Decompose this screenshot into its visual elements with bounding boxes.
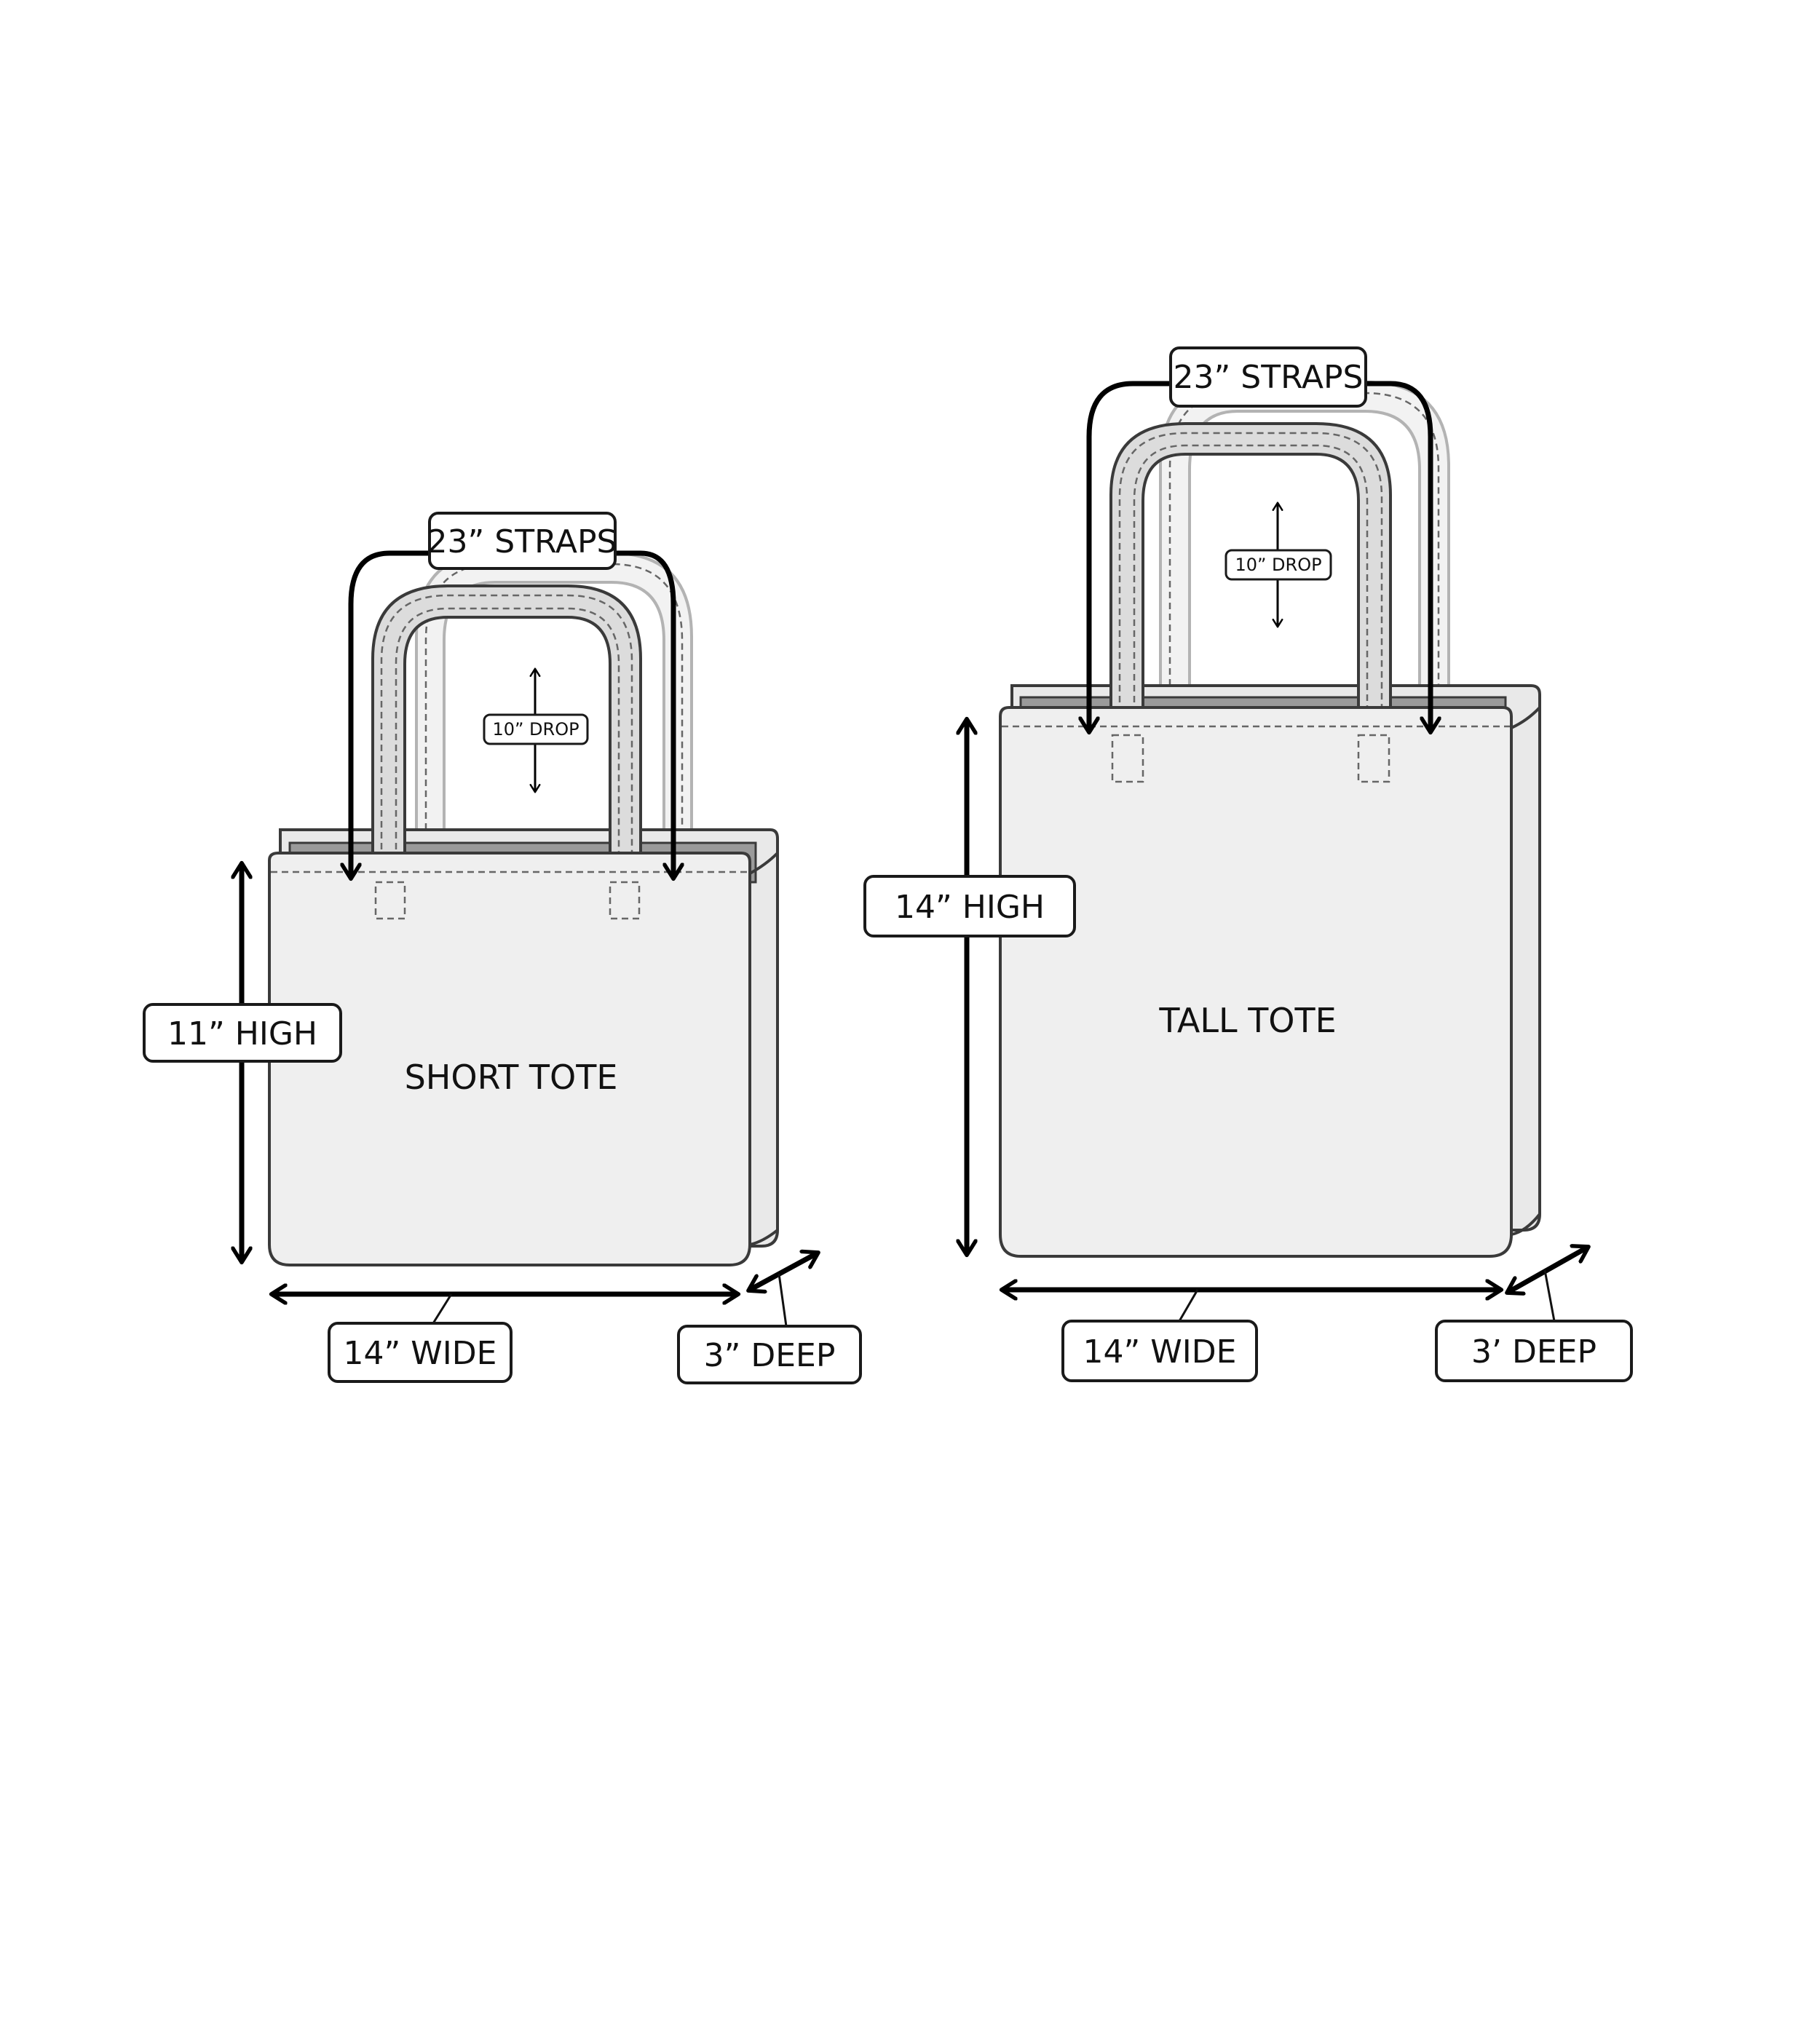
short-tote-depth-label: 3” DEEP <box>677 1325 862 1384</box>
tall-tote: 23” STRAPS 10” DROP TALL TOTE 14” HIGH 1… <box>863 346 1633 1382</box>
tall-tote-front-strap-stitch-inner <box>1133 444 1369 735</box>
short-tote-straps-text: 23” STRAPS <box>427 523 617 560</box>
short-tote-strap-tab-right <box>609 881 641 920</box>
tall-tote-strap-tab-left <box>1111 734 1144 783</box>
tall-tote-width-leader <box>1178 1289 1199 1322</box>
short-tote-straps-label: 23” STRAPS <box>427 512 617 570</box>
tall-tote-width-label: 14” WIDE <box>1061 1320 1258 1382</box>
tall-tote-drop-text: 10” DROP <box>1235 555 1321 575</box>
short-tote-gusset-edge <box>749 852 779 875</box>
short-tote-depth-text: 3” DEEP <box>704 1337 836 1374</box>
short-tote-depth-leader <box>778 1273 788 1327</box>
short-tote-front-strap-stitch-outer <box>380 594 633 882</box>
tall-tote-strap-arrow-right <box>1363 381 1431 731</box>
tall-tote-depth-leader <box>1543 1269 1556 1322</box>
short-tote-gusset-bottom <box>749 1229 779 1246</box>
short-tote: 23” STRAPS 10” DROP SHORT TOTE 11” HIGH … <box>143 512 862 1384</box>
tall-tote-height-text: 14” HIGH <box>895 889 1045 926</box>
short-tote-depth-arrow <box>750 1253 817 1290</box>
short-tote-strap-arrow-left <box>351 550 432 877</box>
short-tote-height-text: 11” HIGH <box>167 1015 317 1052</box>
short-tote-drop-text: 10” DROP <box>492 719 579 740</box>
tall-tote-strap-arrow-left <box>1089 381 1174 731</box>
tall-tote-gusset-edge <box>1511 706 1541 729</box>
tall-tote-depth-arrow <box>1508 1248 1587 1292</box>
tall-tote-front-strap <box>1109 422 1392 737</box>
short-tote-width-label: 14” WIDE <box>328 1322 513 1383</box>
tall-tote-drop-label: 10” DROP <box>1224 549 1332 581</box>
short-tote-name: SHORT TOTE <box>405 1058 618 1097</box>
short-tote-height-label: 11” HIGH <box>143 1003 342 1063</box>
tall-tote-depth-text: 3’ DEEP <box>1471 1333 1597 1371</box>
tall-tote-name: TALL TOTE <box>1158 1001 1336 1040</box>
tall-tote-strap-tab-right <box>1357 734 1390 783</box>
tall-tote-gusset-bottom <box>1511 1213 1541 1236</box>
tall-tote-straps-label: 23” STRAPS <box>1169 346 1367 408</box>
short-tote-strap-tab-left <box>374 881 406 920</box>
tall-tote-straps-text: 23” STRAPS <box>1174 359 1364 396</box>
short-tote-width-text: 14” WIDE <box>344 1335 497 1372</box>
tall-tote-front-strap-stitch-outer <box>1118 432 1383 735</box>
tall-tote-height-label: 14” HIGH <box>863 875 1076 937</box>
short-tote-width-leader <box>432 1293 453 1324</box>
short-tote-drop-label: 10” DROP <box>483 713 589 745</box>
tall-tote-width-text: 14” WIDE <box>1083 1333 1237 1371</box>
tall-tote-front-panel <box>999 706 1513 1258</box>
short-tote-front-strap-stitch-inner <box>395 607 620 882</box>
tall-tote-depth-label: 3’ DEEP <box>1435 1320 1633 1382</box>
short-tote-strap-arrow-right <box>612 550 673 877</box>
